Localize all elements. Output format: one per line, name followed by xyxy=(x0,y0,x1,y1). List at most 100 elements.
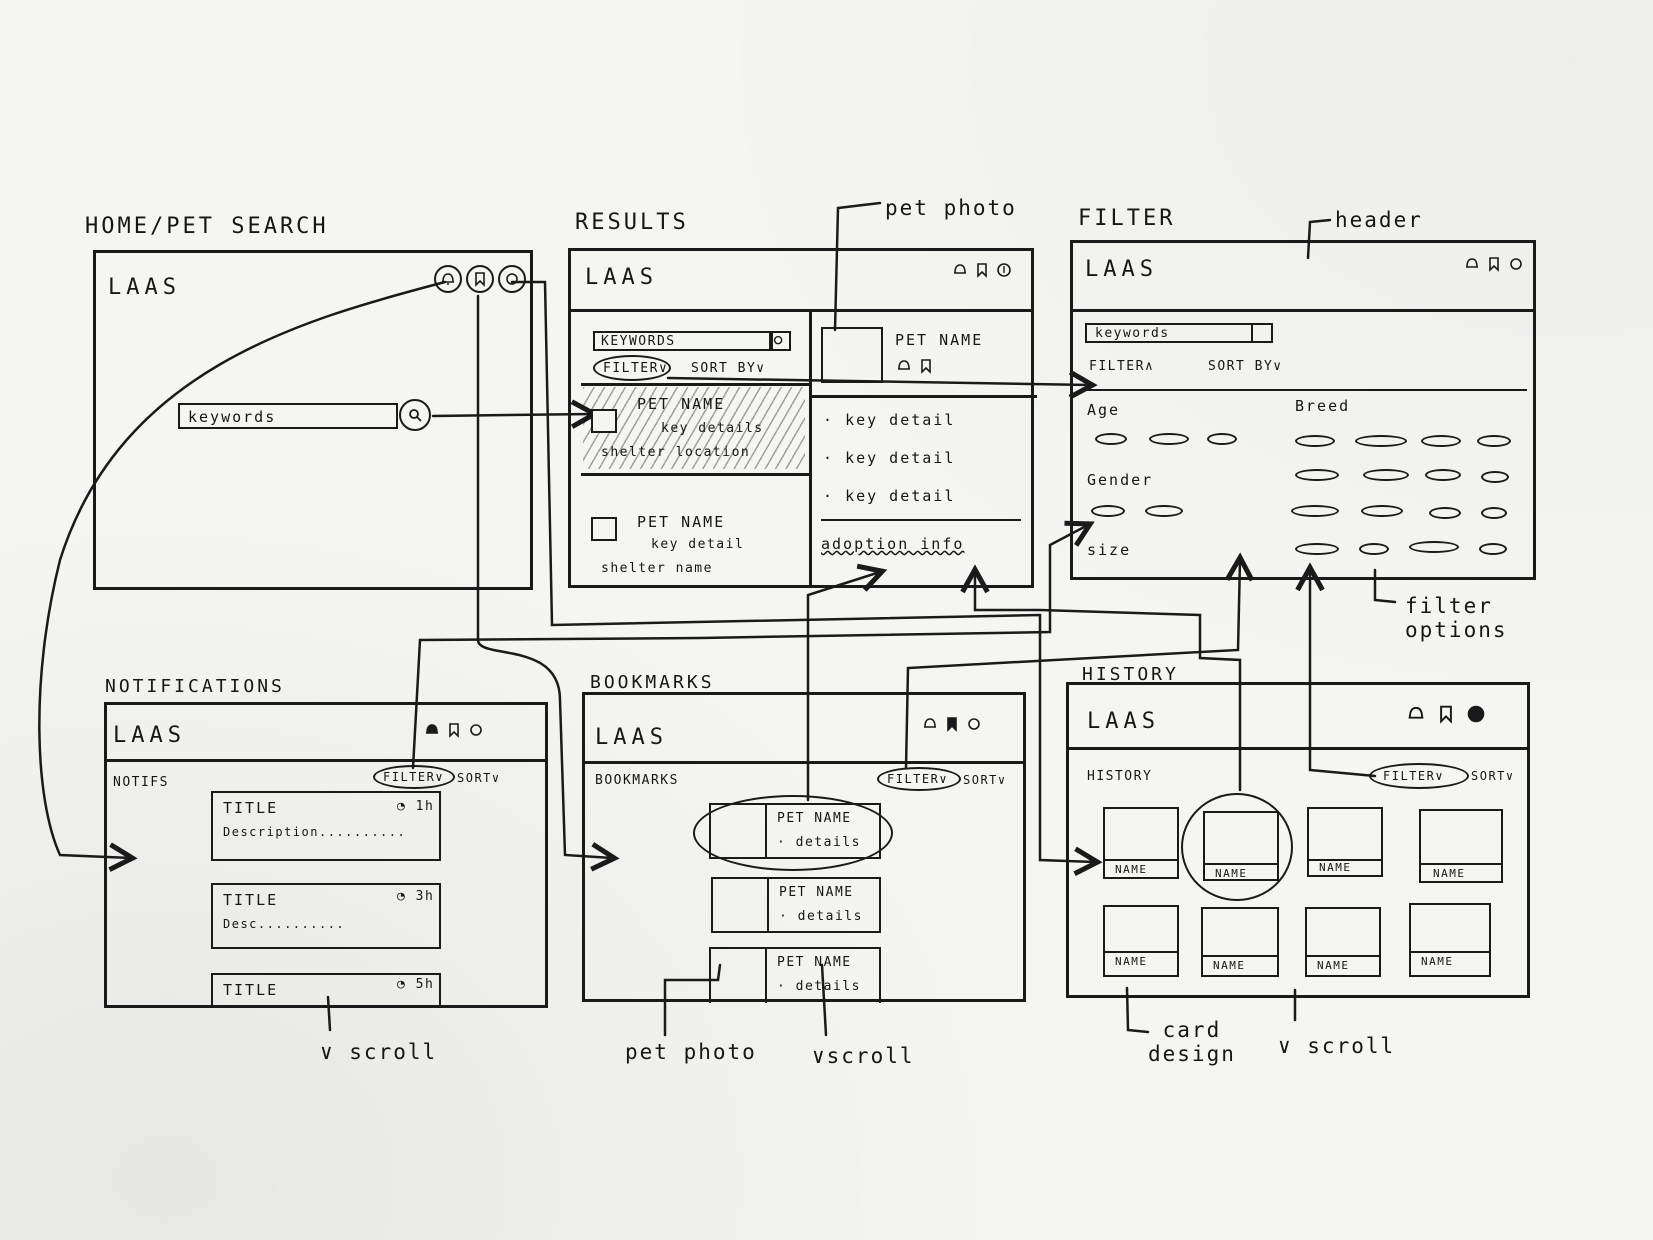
arrow-bookmark-item-to-details xyxy=(806,572,880,802)
bell-icon[interactable] xyxy=(1405,703,1427,725)
filter-option-chip[interactable] xyxy=(1295,543,1339,555)
arrow-history-filter-to-filter-options xyxy=(1310,570,1377,778)
filter-option-chip[interactable] xyxy=(1479,543,1507,555)
filter-option-chip[interactable] xyxy=(1477,435,1511,447)
history-card[interactable]: NAME xyxy=(1419,809,1503,883)
filter-option-chip[interactable] xyxy=(1361,505,1403,517)
filter-option-chip[interactable] xyxy=(1295,469,1339,481)
notification-card[interactable]: TITLE ◔ 5h xyxy=(211,973,441,1005)
bookmark-pet-name: PET NAME xyxy=(777,811,852,826)
annotation-bookmark-photo: pet photo xyxy=(625,1040,757,1064)
filter-option-chip[interactable] xyxy=(1429,507,1461,519)
detail-key-detail: · key detail xyxy=(823,487,956,505)
filter-option-chip[interactable] xyxy=(1481,507,1507,519)
bell-icon[interactable] xyxy=(423,721,441,739)
bookmark-icon[interactable] xyxy=(973,261,991,279)
filter-option-chip[interactable] xyxy=(1207,433,1237,445)
history-filter-button[interactable]: FILTER∨ xyxy=(1369,763,1469,789)
notification-card[interactable]: TITLE ◔ 1h Description.......... xyxy=(211,791,441,861)
filter-option-chip[interactable] xyxy=(1363,469,1409,481)
results-search-input[interactable]: KEYWORDS xyxy=(593,331,773,351)
filter-option-chip[interactable] xyxy=(1295,435,1335,447)
bookmark-icon[interactable] xyxy=(1435,703,1457,725)
filter-sort-button[interactable]: SORT BY∨ xyxy=(1208,359,1283,374)
notifications-sort-button[interactable]: SORT∨ xyxy=(457,771,501,785)
history-card[interactable]: NAME xyxy=(1305,907,1381,977)
filter-option-chip[interactable] xyxy=(1149,433,1189,445)
bookmark-icon[interactable] xyxy=(445,721,463,739)
notification-time: ◔ 3h xyxy=(397,889,435,904)
filter-search-placeholder: keywords xyxy=(1095,326,1170,341)
bookmark-card[interactable]: PET NAME · details xyxy=(709,947,881,1003)
bookmark-icon[interactable] xyxy=(943,715,961,733)
filter-search-input[interactable]: keywords xyxy=(1085,323,1253,343)
bell-icon[interactable] xyxy=(895,357,913,375)
history-card[interactable]: NAME xyxy=(1201,907,1279,977)
results-filter-button[interactable]: FILTER∨ xyxy=(593,355,671,381)
home-screen: LAAS keywords xyxy=(93,250,533,590)
profile-icon[interactable] xyxy=(467,721,485,739)
notifications-header-divider xyxy=(107,759,545,762)
arrow-search-to-results xyxy=(431,414,592,416)
arrow-history-card-to-details xyxy=(975,572,1242,792)
home-search-input[interactable]: keywords xyxy=(178,403,398,429)
annotation-header: header xyxy=(1335,208,1423,232)
filter-option-chip[interactable] xyxy=(1095,433,1127,445)
profile-icon[interactable] xyxy=(498,265,526,293)
bookmark-icon[interactable] xyxy=(466,265,494,293)
history-card[interactable]: NAME xyxy=(1409,903,1491,977)
profile-icon[interactable] xyxy=(965,715,983,733)
profile-icon[interactable] xyxy=(1465,703,1487,725)
results-search-icon[interactable] xyxy=(769,331,791,351)
filter-option-chip[interactable] xyxy=(1091,505,1125,517)
leader-pet-photo-top xyxy=(833,201,882,332)
filter-option-chip[interactable] xyxy=(1409,541,1459,553)
bookmark-card[interactable]: PET NAME · details xyxy=(711,877,881,933)
bookmarks-filter-button[interactable]: FILTER∨ xyxy=(877,767,961,791)
bell-icon[interactable] xyxy=(434,265,462,293)
detail-actions xyxy=(895,357,935,375)
bookmark-icon[interactable] xyxy=(1485,255,1503,273)
leader-filter-options xyxy=(1373,568,1397,604)
bookmark-card[interactable]: PET NAME · details xyxy=(709,803,881,859)
history-sort-button[interactable]: SORT∨ xyxy=(1471,769,1515,783)
filter-option-chip[interactable] xyxy=(1481,471,1509,483)
history-card[interactable]: NAME xyxy=(1307,807,1383,877)
history-logo: LAAS xyxy=(1087,709,1160,734)
notifications-filter-button[interactable]: FILTER∨ xyxy=(373,765,455,789)
filter-option-chip[interactable] xyxy=(1291,505,1339,517)
filter-option-chip[interactable] xyxy=(1421,435,1461,447)
filter-group-size: size xyxy=(1087,541,1132,559)
history-card[interactable]: NAME xyxy=(1103,807,1179,879)
filter-option-chip[interactable] xyxy=(1355,435,1407,447)
results-header-icons xyxy=(951,261,1013,279)
history-screen: LAAS HISTORY FILTER∨ SORT∨ NAME NAME NAM… xyxy=(1066,682,1530,998)
filter-logo: LAAS xyxy=(1085,257,1158,282)
history-card[interactable]: NAME xyxy=(1203,811,1279,881)
history-card[interactable]: NAME xyxy=(1103,905,1179,977)
bookmarks-header-divider xyxy=(585,761,1023,764)
results-sort-button[interactable]: SORT BY∨ xyxy=(691,361,766,376)
filter-option-chip[interactable] xyxy=(1359,543,1389,555)
profile-icon[interactable] xyxy=(995,261,1013,279)
bookmarks-filter-label: FILTER∨ xyxy=(887,772,949,786)
notifications-header-icons xyxy=(423,721,485,739)
filter-search-icon[interactable] xyxy=(1251,323,1273,343)
profile-icon[interactable] xyxy=(1507,255,1525,273)
notifications-filter-label: FILTER∨ xyxy=(383,770,445,784)
pet-photo xyxy=(821,327,883,383)
bell-icon[interactable] xyxy=(1463,255,1481,273)
bookmarks-sort-button[interactable]: SORT∨ xyxy=(963,773,1007,787)
bell-icon[interactable] xyxy=(921,715,939,733)
card-divider xyxy=(1105,859,1177,861)
filter-toggle-button[interactable]: FILTER∧ xyxy=(1089,359,1155,374)
results-split-divider xyxy=(809,309,812,585)
history-card-name: NAME xyxy=(1115,863,1148,876)
bookmark-icon[interactable] xyxy=(917,357,935,375)
notification-card[interactable]: TITLE ◔ 3h Desc.......... xyxy=(211,883,441,949)
filter-option-chip[interactable] xyxy=(1145,505,1183,517)
home-search-button[interactable] xyxy=(399,399,431,431)
bell-icon[interactable] xyxy=(951,261,969,279)
filter-option-chip[interactable] xyxy=(1425,469,1461,481)
adoption-info[interactable]: adoption info xyxy=(821,535,965,553)
